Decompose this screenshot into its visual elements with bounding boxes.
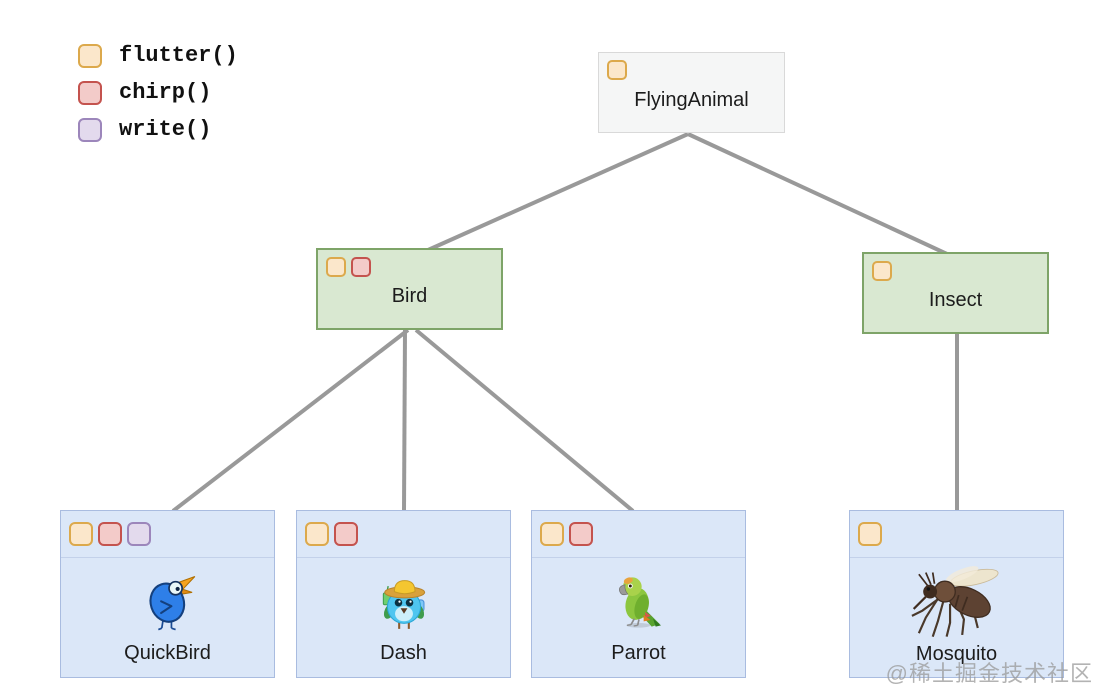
node-flyinganimal: FlyingAnimal [598, 52, 785, 133]
flutter-badge [305, 522, 329, 546]
mosquito-image [905, 562, 1009, 642]
edge-flyinganimal-bird [427, 132, 689, 252]
chirp-badge [351, 257, 371, 277]
chirp-badge [98, 522, 122, 546]
badge-row [297, 511, 510, 558]
node-label-insect: Insect [928, 289, 983, 311]
node-label-quickbird: QuickBird [124, 642, 211, 664]
node-quickbird: QuickBird [60, 510, 275, 678]
badge-row [326, 257, 493, 277]
node-bird: Bird [316, 248, 503, 330]
legend-label-flutter: flutter() [119, 43, 238, 68]
chirp-badge [569, 522, 593, 546]
node-label-parrot: Parrot [611, 642, 666, 664]
edge-bird-quickbird [171, 328, 410, 513]
badge-row [850, 511, 1063, 558]
flutter-badge [858, 522, 882, 546]
flutter-badge [78, 44, 102, 68]
dash-image [373, 562, 435, 641]
node-insect: Insect [862, 252, 1049, 334]
legend-item-write: write() [78, 118, 238, 142]
node-dash: Dash [296, 510, 511, 678]
flutter-badge [872, 261, 892, 281]
edge-flyinganimal-insect [687, 132, 948, 256]
write-badge [127, 522, 151, 546]
flutter-badge [69, 522, 93, 546]
legend-item-chirp: chirp() [78, 81, 238, 105]
chirp-badge [334, 522, 358, 546]
parrot-image [609, 562, 669, 641]
edge-bird-dash [402, 329, 407, 512]
edge-bird-parrot [414, 328, 635, 513]
legend-label-chirp: chirp() [119, 80, 212, 105]
node-label-mosquito: Mosquito [915, 643, 998, 665]
badge-row [872, 261, 1039, 281]
badge-row [607, 60, 776, 80]
chirp-badge [78, 81, 102, 105]
node-label-dash: Dash [380, 642, 427, 664]
legend-label-write: write() [119, 117, 212, 142]
legend: flutter() chirp() write() [78, 44, 238, 142]
node-mosquito: Mosquito [849, 510, 1064, 678]
quickbird-image [137, 562, 199, 641]
flutter-badge [326, 257, 346, 277]
badge-row [61, 511, 274, 558]
node-label-flyinganimal: FlyingAnimal [634, 88, 749, 111]
flutter-badge [540, 522, 564, 546]
node-parrot: Parrot [531, 510, 746, 678]
badge-row [532, 511, 745, 558]
write-badge [78, 118, 102, 142]
legend-item-flutter: flutter() [78, 44, 238, 68]
node-label-bird: Bird [391, 285, 428, 307]
watermark: @稀土掘金技术社区 [885, 661, 1093, 686]
flutter-badge [607, 60, 627, 80]
